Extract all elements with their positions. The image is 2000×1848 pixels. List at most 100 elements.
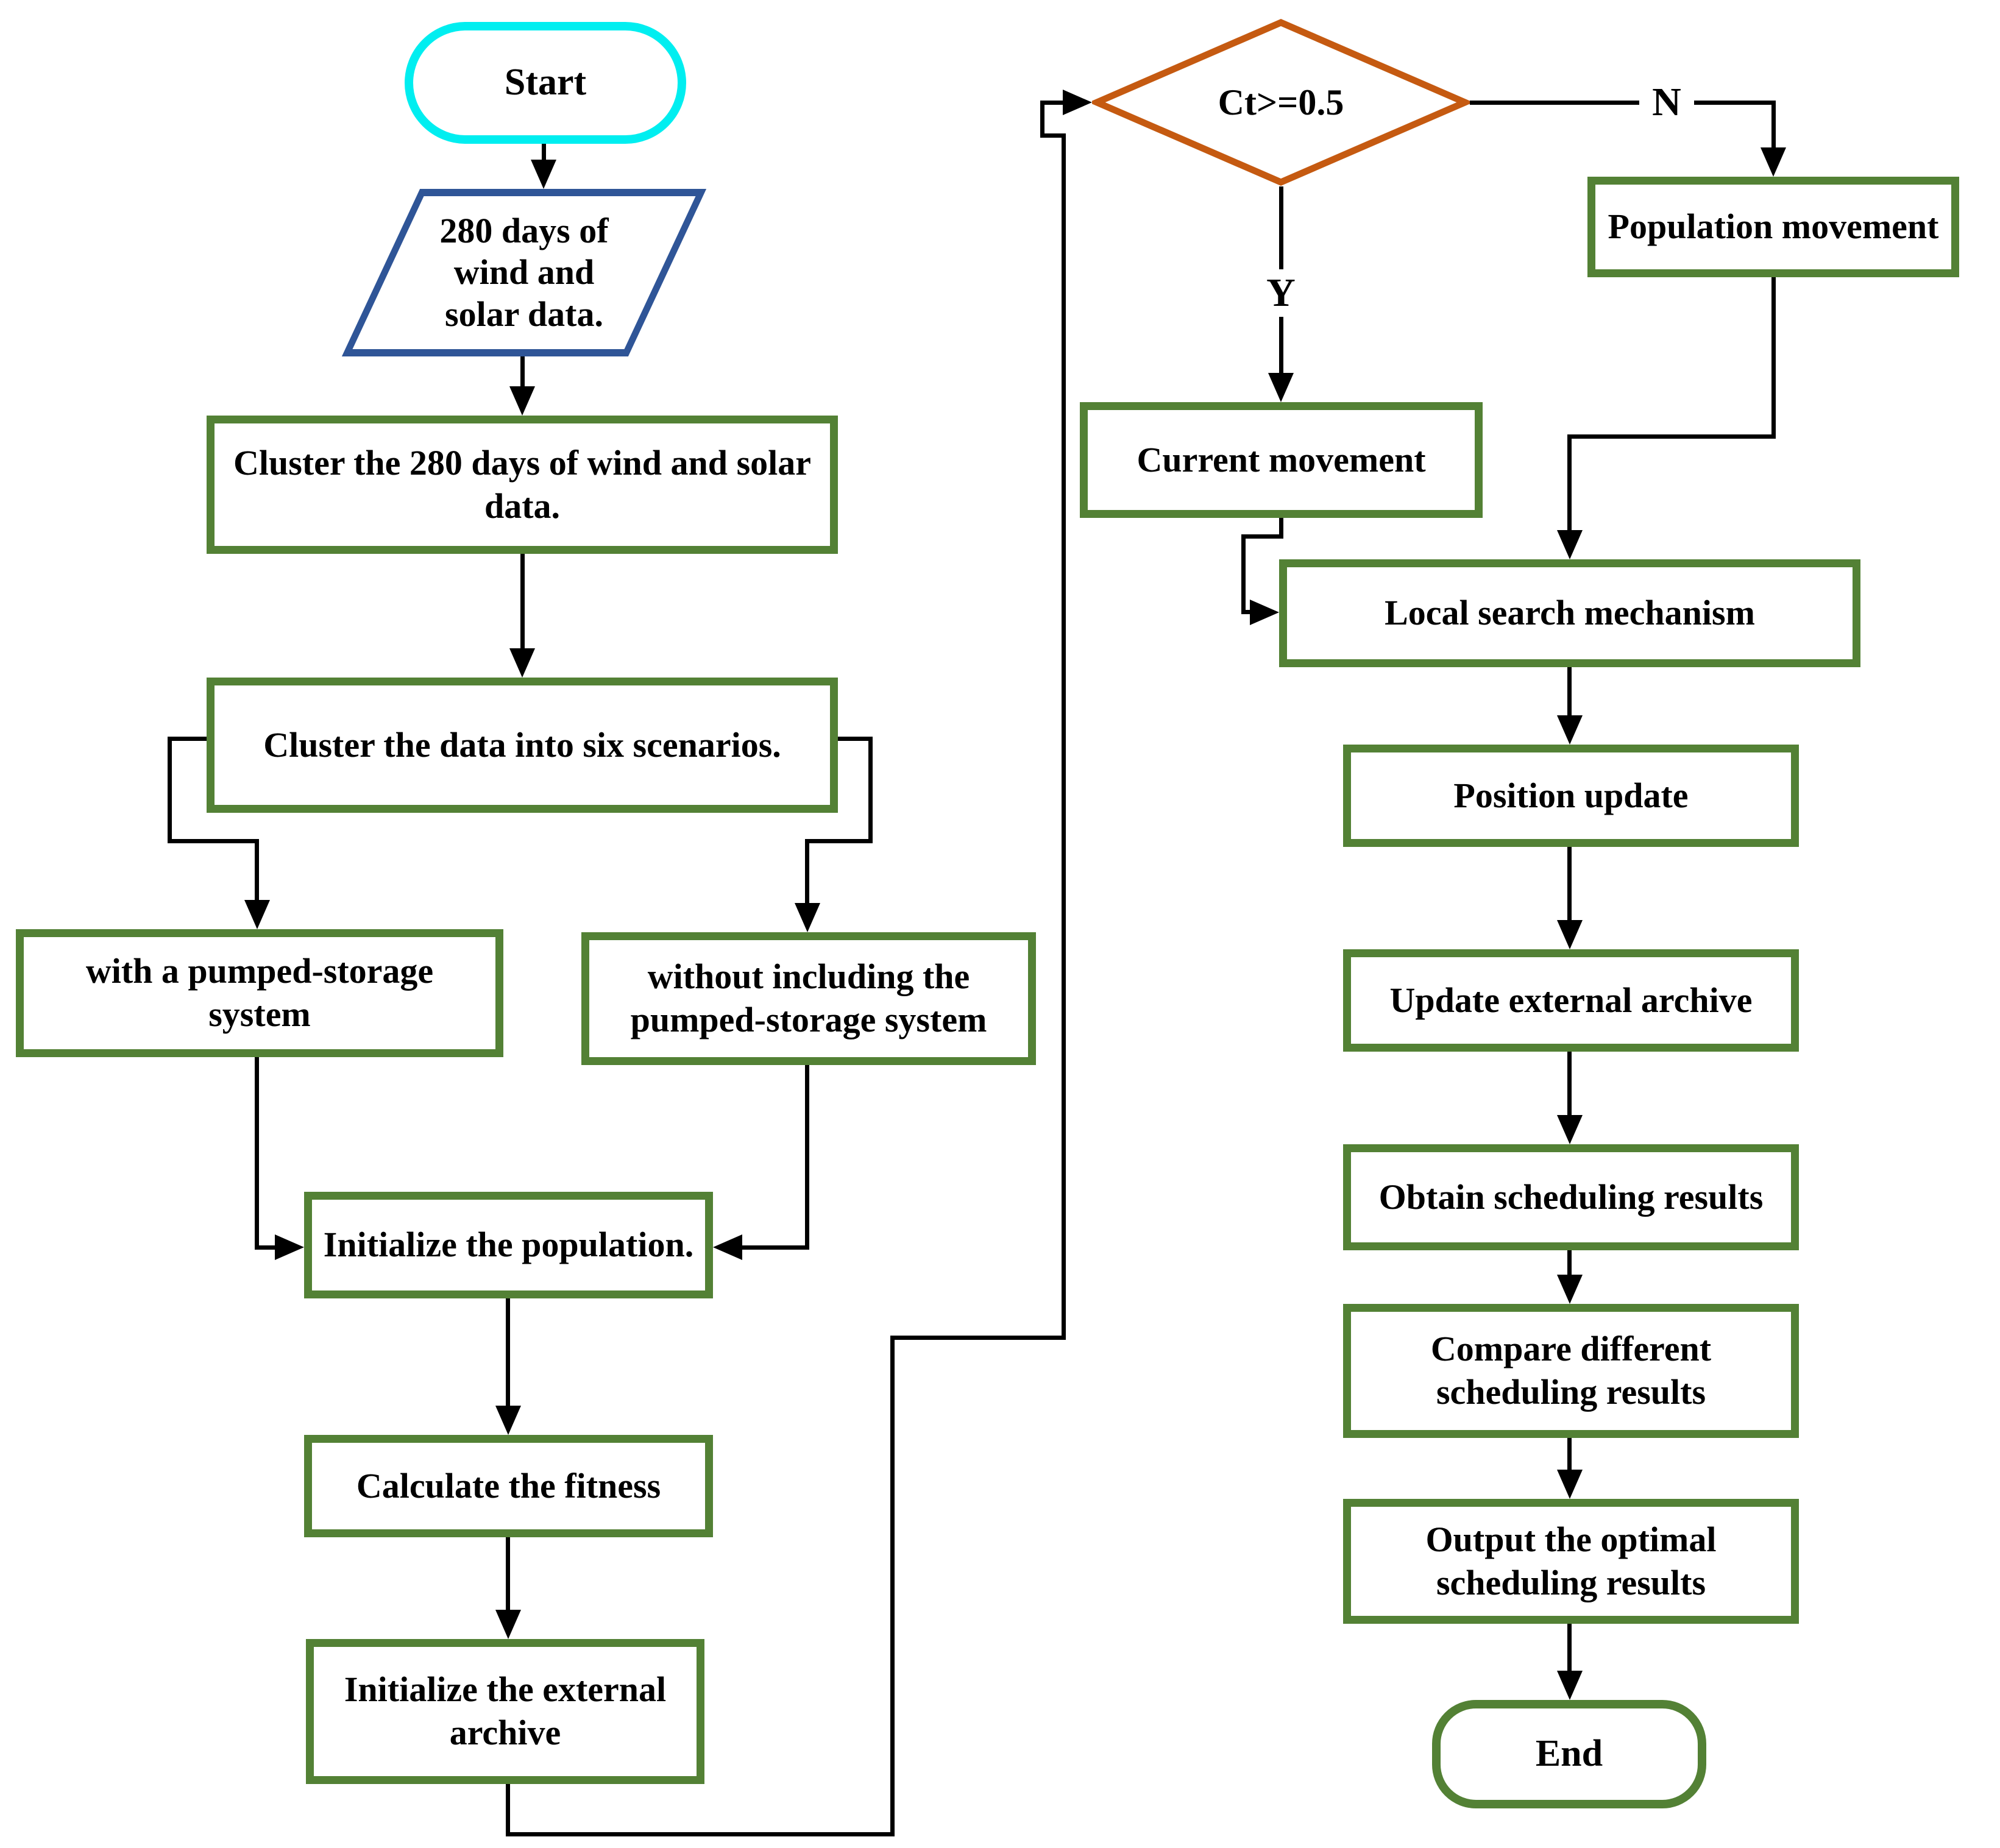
node-cluster-280: Cluster the 280 days of wind and solar d…: [207, 416, 838, 554]
arrowhead: [1268, 373, 1294, 402]
without-pumped-line: without including the: [647, 957, 970, 997]
connector-line: [1241, 534, 1246, 614]
node-cluster-six: Cluster the data into six scenarios.: [207, 678, 838, 813]
connector-line: [1567, 1052, 1572, 1117]
connector-line: [520, 554, 525, 651]
decision-diamond-shape: [1092, 19, 1470, 186]
connector-line: [1567, 1250, 1572, 1277]
arrowhead: [795, 903, 820, 932]
connector-line: [1567, 434, 1572, 533]
initialize-population-label: Initialize the population.: [323, 1225, 694, 1265]
connector-line: [520, 356, 525, 390]
arrowhead: [1557, 920, 1583, 949]
arrowhead: [495, 1610, 521, 1639]
node-initialize-external-archive: Initialize the external archive: [306, 1639, 704, 1784]
node-start: Start: [405, 22, 686, 144]
connector-line: [805, 1065, 809, 1250]
data-input-line: 280 days of: [439, 210, 609, 250]
position-update-label: Position update: [1453, 775, 1689, 815]
node-position-update: Position update: [1343, 745, 1799, 847]
connector-line: [169, 737, 208, 741]
current-movement-label: Current movement: [1137, 439, 1426, 480]
node-compare-scheduling-results: Compare different scheduling results: [1343, 1304, 1799, 1438]
arrowhead: [495, 1406, 521, 1435]
arrowhead: [275, 1234, 304, 1260]
feedback-line: [1040, 101, 1065, 105]
end-label: End: [1535, 1733, 1603, 1775]
connector-line: [1771, 277, 1776, 437]
cluster-280-line: data.: [484, 486, 561, 526]
connector-line: [1567, 847, 1572, 922]
connector-line: [805, 839, 873, 843]
connector-line: [506, 1298, 510, 1408]
output-results-line: Output the optimal: [1425, 1519, 1717, 1559]
calculate-fitness-label: Calculate the fitness: [356, 1465, 661, 1506]
arrowhead: [244, 900, 270, 929]
compare-results-line: scheduling results: [1436, 1372, 1706, 1412]
population-movement-label: Population movement: [1608, 207, 1939, 247]
arrowhead: [1557, 530, 1583, 559]
node-obtain-scheduling-results: Obtain scheduling results: [1343, 1144, 1799, 1250]
connector-line: [1241, 610, 1252, 614]
update-external-archive-label: Update external archive: [1389, 980, 1753, 1020]
node-without-pumped-storage: without including the pumped-storage sys…: [581, 932, 1036, 1065]
without-pumped-line: pumped-storage system: [630, 1000, 987, 1039]
connector-line: [1567, 434, 1776, 439]
cluster-six-label: Cluster the data into six scenarios.: [263, 724, 781, 765]
connector-line: [1771, 101, 1776, 150]
init-archive-line: archive: [449, 1713, 561, 1752]
connector-line: [255, 1057, 259, 1250]
connector-line: [1279, 518, 1283, 539]
node-update-external-archive: Update external archive: [1343, 949, 1799, 1052]
connector-line: [168, 839, 259, 843]
node-end: End: [1432, 1700, 1706, 1808]
cluster-280-line: Cluster the 280 days of wind and solar: [233, 442, 811, 483]
arrowhead: [1557, 1115, 1583, 1144]
feedback-line: [890, 1336, 895, 1836]
arrowhead: [1557, 1671, 1583, 1700]
init-archive-line: Initialize the external: [344, 1669, 667, 1710]
decision-ct: Ct>=0.5: [1092, 18, 1470, 186]
connector-line: [255, 839, 259, 902]
node-population-movement: Population movement: [1587, 177, 1959, 277]
arrowhead: [1063, 90, 1092, 115]
connector-line: [168, 737, 172, 843]
node-initialize-population: Initialize the population.: [304, 1192, 713, 1298]
feedback-line: [1062, 133, 1066, 1340]
data-input-line: solar data.: [445, 294, 603, 334]
arrowhead: [713, 1234, 742, 1260]
connector-line: [805, 839, 809, 905]
feedback-line: [1040, 133, 1066, 138]
feedback-line: [506, 1832, 895, 1836]
compare-results-line: Compare different: [1430, 1329, 1712, 1369]
connector-line: [506, 1537, 510, 1612]
arrowhead: [1761, 147, 1786, 177]
arrowhead: [1557, 715, 1583, 745]
label-yes: Y: [1257, 269, 1305, 317]
feedback-line: [506, 1784, 510, 1836]
connector-line: [1567, 1624, 1572, 1673]
arrowhead: [1250, 600, 1279, 625]
local-search-label: Local search mechanism: [1385, 593, 1755, 633]
node-current-movement: Current movement: [1080, 402, 1483, 518]
connector-line: [1241, 534, 1283, 539]
node-data-input: 280 days of wind and solar data.: [381, 189, 667, 356]
connector-line: [740, 1245, 809, 1250]
node-with-pumped-storage: with a pumped-storage system: [16, 929, 503, 1057]
data-input-line: wind and: [453, 252, 595, 292]
node-output-optimal-results: Output the optimal scheduling results: [1343, 1499, 1799, 1624]
arrowhead: [1557, 1470, 1583, 1499]
obtain-results-label: Obtain scheduling results: [1378, 1177, 1764, 1217]
feedback-line: [1040, 101, 1044, 137]
connector-line: [1470, 101, 1776, 105]
arrowhead: [531, 160, 556, 189]
node-local-search: Local search mechanism: [1279, 559, 1860, 667]
decision-label: Ct>=0.5: [1218, 82, 1344, 122]
connector-line: [1567, 667, 1572, 717]
connector-line: [1567, 1438, 1572, 1472]
yes-label-text: Y: [1266, 271, 1296, 315]
with-pumped-line: with a pumped-storage: [85, 951, 434, 991]
output-results-line: scheduling results: [1436, 1562, 1706, 1602]
arrowhead: [509, 386, 535, 416]
